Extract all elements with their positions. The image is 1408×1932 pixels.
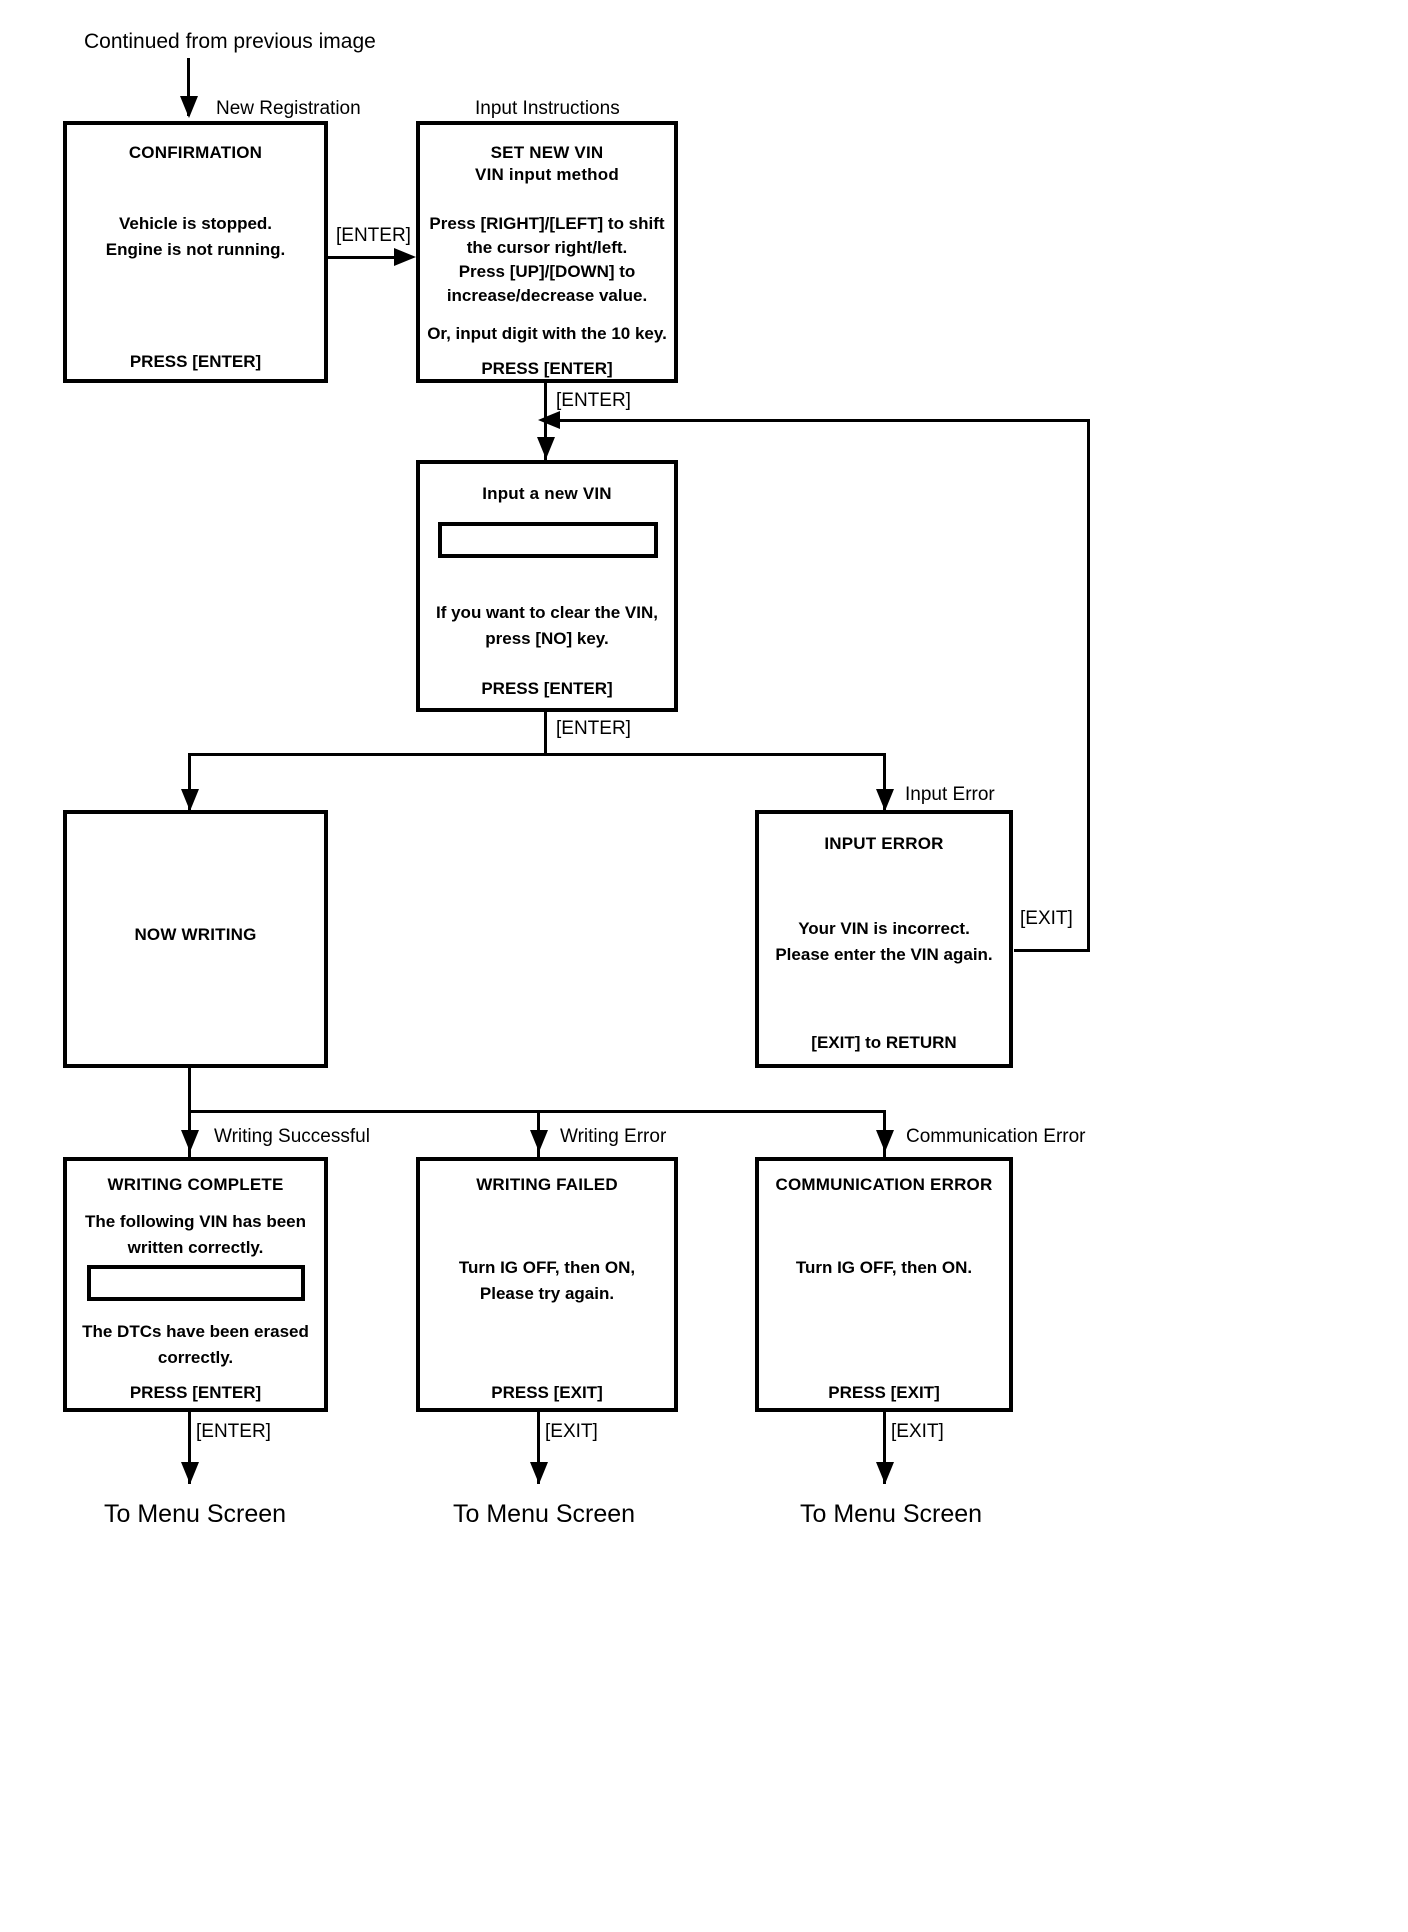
entry-line xyxy=(187,58,190,116)
branch-stem-vertical xyxy=(544,712,547,755)
set-new-vin-line-1: Press [RIGHT]/[LEFT] to shift xyxy=(429,214,665,233)
edge-confirmation-to-setvin xyxy=(328,256,396,259)
input-error-line-2: Please enter the VIN again. xyxy=(775,945,993,964)
communication-error-footer: PRESS [EXIT] xyxy=(828,1383,940,1402)
set-new-vin-title-1: SET NEW VIN xyxy=(490,143,604,162)
branch-left-arrowhead xyxy=(181,789,199,811)
caption-new-registration: New Registration xyxy=(216,98,361,119)
screen-set-new-vin[interactable]: SET NEW VIN VIN input method Press [RIGH… xyxy=(416,121,678,383)
edge-label-enter-instr-to-vin: [ENTER] xyxy=(556,390,631,411)
screen-input-new-vin[interactable]: Input a new VIN If you want to clear the… xyxy=(416,460,678,712)
screen-communication-error[interactable]: COMMUNICATION ERROR Turn IG OFF, then ON… xyxy=(755,1157,1013,1412)
caption-writing-successful: Writing Successful xyxy=(214,1126,370,1147)
now-writing-title: NOW WRITING xyxy=(134,925,257,944)
caption-communication-error: Communication Error xyxy=(906,1126,1086,1147)
entry-arrowhead xyxy=(180,96,198,118)
writing-complete-line-2: written correctly. xyxy=(127,1238,264,1257)
exit-right-vertical xyxy=(883,1412,886,1484)
writing-complete-footer: PRESS [ENTER] xyxy=(129,1383,262,1402)
edge-label-exit-loopback: [EXIT] xyxy=(1020,908,1073,929)
screen-input-error[interactable]: INPUT ERROR Your VIN is incorrect. Pleas… xyxy=(755,810,1013,1068)
confirmation-title: CONFIRMATION xyxy=(128,143,263,162)
terminal-to-menu-screen-3: To Menu Screen xyxy=(800,1500,983,1528)
writing-failed-footer: PRESS [EXIT] xyxy=(491,1383,603,1402)
confirmation-footer: PRESS [ENTER] xyxy=(129,352,262,371)
screen-writing-failed[interactable]: WRITING FAILED Turn IG OFF, then ON, Ple… xyxy=(416,1157,678,1412)
branch-left-vertical xyxy=(188,753,191,811)
terminal-to-menu-screen-1: To Menu Screen xyxy=(104,1500,287,1528)
exit-left-vertical xyxy=(188,1412,191,1484)
confirmation-line-1: Vehicle is stopped. xyxy=(118,214,273,233)
input-error-footer: [EXIT] to RETURN xyxy=(811,1033,957,1052)
input-new-vin-line-2: press [NO] key. xyxy=(485,629,609,648)
screen-confirmation[interactable]: CONFIRMATION Vehicle is stopped. Engine … xyxy=(63,121,328,383)
writing-complete-title: WRITING COMPLETE xyxy=(107,1175,284,1194)
writing-failed-title: WRITING FAILED xyxy=(476,1175,618,1194)
set-new-vin-line-4: increase/decrease value. xyxy=(446,286,648,305)
exit-left-arrowhead xyxy=(181,1462,199,1484)
confirmation-line-2: Engine is not running. xyxy=(105,240,286,259)
loopback-horizontal-top xyxy=(560,419,1090,422)
input-new-vin-line-1: If you want to clear the VIN, xyxy=(436,603,658,622)
set-new-vin-line-2: the cursor right/left. xyxy=(466,238,628,257)
input-new-vin-title: Input a new VIN xyxy=(482,484,612,503)
caption-input-instructions: Input Instructions xyxy=(475,98,620,119)
writing-failed-line-1: Turn IG OFF, then ON, xyxy=(458,1258,636,1277)
writing-failed-line-2: Please try again. xyxy=(479,1284,615,1303)
set-new-vin-title-2: VIN input method xyxy=(475,165,619,184)
continued-from-previous-note: Continued from previous image xyxy=(84,30,376,53)
loopback-horizontal-bottom xyxy=(1014,949,1090,952)
terminal-to-menu-screen-2: To Menu Screen xyxy=(453,1500,636,1528)
written-vin-field xyxy=(87,1265,305,1301)
input-error-line-1: Your VIN is incorrect. xyxy=(798,919,970,938)
loopback-vertical xyxy=(1087,419,1090,952)
branch-right-arrowhead xyxy=(876,789,894,811)
loopback-arrowhead xyxy=(538,411,560,429)
writing-complete-line-4: correctly. xyxy=(157,1348,234,1367)
edge-label-enter-confirm-to-instr: [ENTER] xyxy=(336,225,411,246)
result-right-arrowhead xyxy=(876,1130,894,1152)
set-new-vin-footer: PRESS [ENTER] xyxy=(481,359,613,378)
exit-middle-arrowhead xyxy=(530,1462,548,1484)
exit-right-arrowhead xyxy=(876,1462,894,1484)
branch-right-vertical xyxy=(883,753,886,811)
writing-complete-line-1: The following VIN has been xyxy=(84,1212,307,1231)
writing-complete-line-3: The DTCs have been erased xyxy=(82,1322,309,1341)
input-new-vin-footer: PRESS [ENTER] xyxy=(481,679,613,698)
edge-label-enter-complete-to-menu: [ENTER] xyxy=(196,1421,271,1442)
vin-input-field[interactable] xyxy=(438,522,658,558)
edge-confirmation-to-setvin-arrowhead xyxy=(394,248,416,266)
set-new-vin-line-3: Press [UP]/[DOWN] to xyxy=(458,262,636,281)
screen-now-writing[interactable]: NOW WRITING xyxy=(63,810,328,1068)
edge-label-exit-comm-to-menu: [EXIT] xyxy=(891,1421,944,1442)
edge-label-exit-failed-to-menu: [EXIT] xyxy=(545,1421,598,1442)
edge-label-enter-vin-to-branch: [ENTER] xyxy=(556,718,631,739)
branch-bus-horizontal xyxy=(188,753,886,756)
result-middle-arrowhead xyxy=(530,1130,548,1152)
exit-middle-vertical xyxy=(537,1412,540,1484)
screen-writing-complete[interactable]: WRITING COMPLETE The following VIN has b… xyxy=(63,1157,328,1412)
result-left-arrowhead xyxy=(181,1130,199,1152)
result-stem-vertical xyxy=(188,1068,191,1112)
set-new-vin-line-5: Or, input digit with the 10 key. xyxy=(427,324,667,343)
edge-setvin-to-inputvin-arrowhead xyxy=(537,437,555,459)
input-error-title: INPUT ERROR xyxy=(824,834,944,853)
communication-error-line-1: Turn IG OFF, then ON. xyxy=(795,1258,973,1277)
caption-writing-error: Writing Error xyxy=(560,1126,667,1147)
communication-error-title: COMMUNICATION ERROR xyxy=(775,1175,993,1194)
caption-input-error: Input Error xyxy=(905,784,995,805)
